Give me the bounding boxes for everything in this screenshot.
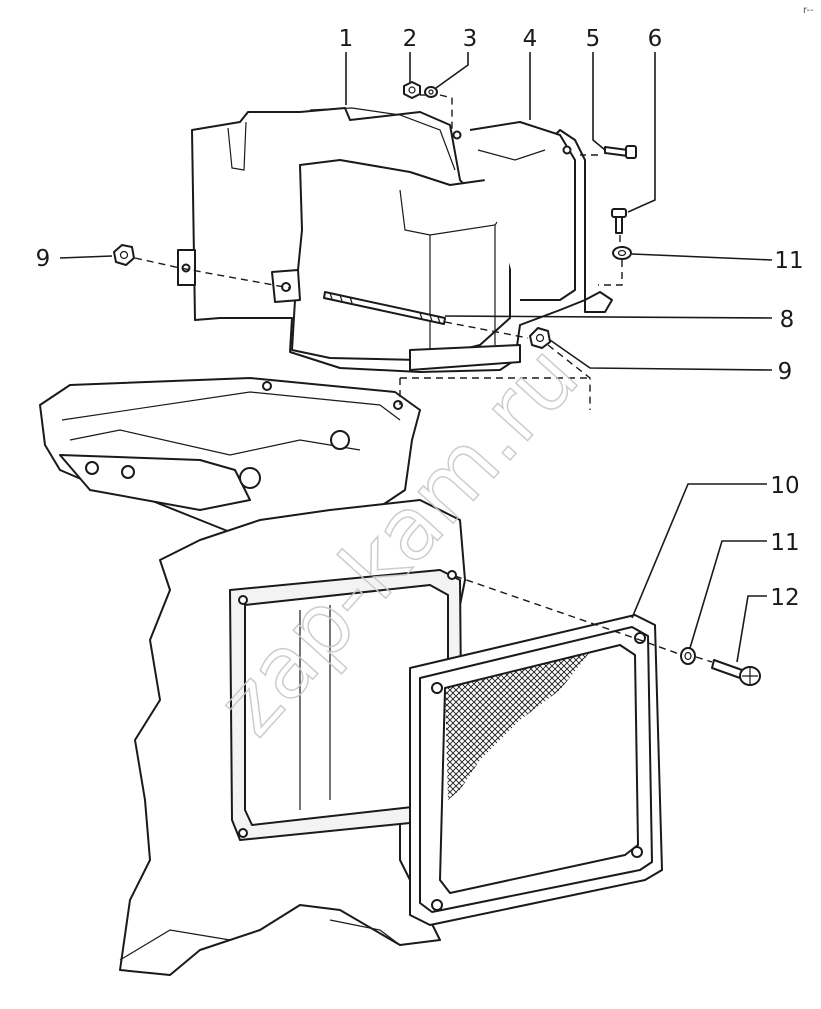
air-duct-housing [177,107,613,373]
callout-9-right: 9 [778,359,793,385]
callout-12: 12 [770,585,799,611]
callout-3: 3 [463,26,478,52]
callout-4: 4 [523,26,538,52]
callout-8: 8 [780,307,795,333]
nut-part-9-right [529,327,551,349]
nut-part-2 [403,81,421,99]
callout-11-upper: 11 [774,248,803,274]
nut-part-9-left [113,244,135,266]
screen-filter-part-10 [409,614,663,926]
callout-6: 6 [648,26,663,52]
washer-part-11-lower [680,647,696,665]
corner-mark: r-- [803,5,814,16]
callout-1: 1 [339,26,354,52]
callout-11-lower: 11 [770,530,799,556]
callout-labels: 1 2 3 4 5 6 9 11 8 9 10 11 12 [36,26,804,611]
callout-10: 10 [770,473,799,499]
assembly-lines [134,94,713,663]
bolt-part-6 [611,208,627,234]
callout-9-left: 9 [36,246,51,272]
bolt-part-5 [604,145,637,159]
bolt-part-12 [711,659,761,686]
engine-block [39,377,466,976]
stud-part-8 [323,291,446,325]
washer-part-11-upper [612,246,632,260]
leader-lines [59,52,773,663]
callout-2: 2 [403,26,418,52]
callout-5: 5 [586,26,601,52]
washer-part-3 [424,86,438,98]
